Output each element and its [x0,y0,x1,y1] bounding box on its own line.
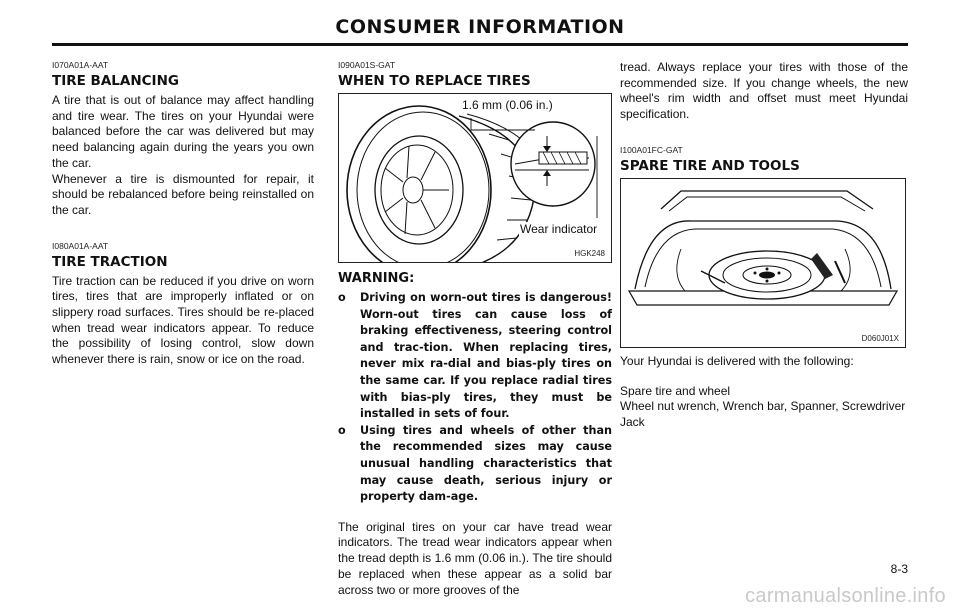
section-title-tire-traction: TIRE TRACTION [52,253,168,270]
warning-item: o Using tires and wheels of other than t… [338,423,612,506]
column-middle: I090A01S-GAT WHEN TO REPLACE TIRES [338,60,612,598]
paragraph-intro: Your Hyundai is delivered with the follo… [620,353,854,368]
paragraph: Whenever a tire is dismounted for repair… [52,171,314,217]
list-item: Spare tire and wheel [620,383,731,398]
section-title-when-to-replace: WHEN TO REPLACE TIRES [338,73,531,89]
page-header-title: CONSUMER INFORMATION [335,16,625,38]
section-code: I080A01A-AAT [52,240,109,251]
figure-code: D060J01X [861,333,899,343]
depth-label: 1.6 mm (0.06 in.) [461,98,554,112]
section-code: I090A01S-GAT [338,60,396,70]
spare-tire-trunk-figure: D060J01X [620,177,906,348]
warning-text: Using tires and wheels of other than the… [360,423,612,504]
list-item: Wheel nut wrench, Wrench bar, Spanner, S… [620,399,906,414]
bullet: o [338,291,346,304]
watermark: carmanualsonline.info [745,585,946,607]
header-rule [52,43,908,46]
paragraph: The original tires on your car have trea… [338,519,612,597]
section-code: I100A01FC-GAT [620,144,683,155]
warning-text: Driving on worn-out tires is dangerous! … [360,291,612,421]
list-item: Jack [620,414,645,429]
bullet: o [338,423,346,437]
figure-code: HGK248 [574,249,605,258]
page-number: 8-3 [890,562,908,576]
tire-wear-indicator-figure: 1.6 mm (0.06 in.) Wear indicator HGK248 [338,93,612,263]
paragraph: A tire that is out of balance may affect… [52,93,314,170]
section-title-tire-balancing: TIRE BALANCING [52,73,179,89]
column-right: tread. Always replace your tires with th… [620,60,908,431]
wear-indicator-label: Wear indicator [519,222,599,236]
trunk-illustration [627,190,899,306]
tire-illustration [346,105,598,262]
column-left: I070A01A-AAT TIRE BALANCING A tire that … [52,60,314,368]
paragraph-continued: tread. Always replace your tires with th… [620,60,908,122]
warning-title: WARNING: [338,271,415,286]
warning-item: o Driving on worn-out tires is dangerous… [338,290,612,423]
section-title-spare-tire: SPARE TIRE AND TOOLS [620,157,800,174]
paragraph: Tire traction can be reduced if you driv… [52,273,314,367]
section-code: I070A01A-AAT [52,60,109,70]
